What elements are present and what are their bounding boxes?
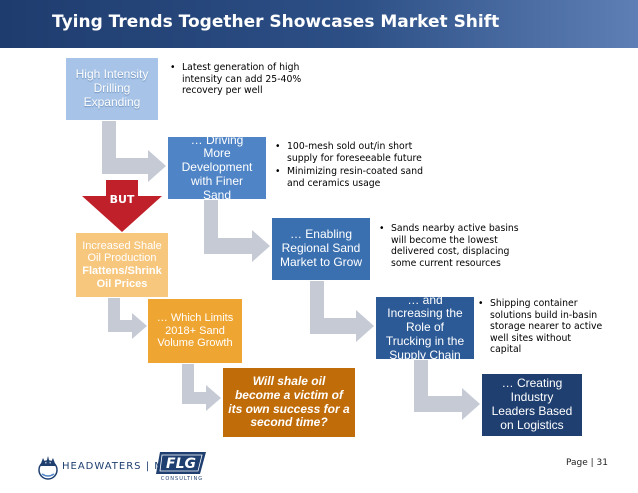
flg-badge-icon (156, 452, 206, 474)
bullet-item: •Shipping container solutions build in-b… (478, 298, 603, 356)
but-arrow (82, 180, 162, 232)
step-regional-sand-market: … Enabling Regional Sand Market to Grow (272, 218, 370, 280)
title-bar: Tying Trends Together Showcases Market S… (0, 0, 638, 48)
bent-arrow-3 (310, 281, 374, 342)
bent-arrow-6 (182, 364, 221, 411)
bullet-item: •Minimizing resin-coated sand and cerami… (275, 166, 423, 189)
flg-logo: FLG CONSULTING (156, 448, 208, 484)
step-limits-volume-growth: … Which Limits 2018+ Sand Volume Growth (148, 299, 242, 363)
page-number: Page | 31 (566, 458, 608, 468)
bullet-item: •100-mesh sold out/in short supply for f… (275, 141, 422, 164)
note-regional-sand: •Sands nearby active basins will become … (379, 223, 539, 271)
step-finer-sand: … Driving More Development with Finer Sa… (168, 137, 266, 199)
bent-arrow-4 (414, 360, 480, 420)
bullet-item: •Latest generation of high intensity can… (170, 62, 302, 97)
step-high-intensity-drilling: High Intensity Drilling Expanding (66, 58, 158, 120)
step-trucking-role: … and Increasing the Role of Trucking in… (376, 297, 474, 359)
note-shipping: •Shipping container solutions build in-b… (478, 298, 638, 358)
note-drilling: •Latest generation of high intensity can… (170, 62, 320, 99)
note-finer-sand: •100-mesh sold out/in short supply for f… (275, 141, 435, 191)
crown-icon (38, 456, 58, 480)
slide-title: Tying Trends Together Showcases Market S… (52, 12, 500, 32)
step-victim-question: Will shale oil become a victim of its ow… (223, 368, 355, 437)
step-oil-prices: Increased Shale Oil Production Flattens/… (76, 233, 168, 297)
bent-arrow-1 (102, 121, 166, 182)
but-label: BUT (109, 193, 135, 206)
bent-arrow-2 (204, 200, 270, 262)
bent-arrow-5 (108, 298, 147, 339)
headwaters-logo: HEADWATERS | MB (34, 452, 171, 482)
step-industry-leaders: … Creating Industry Leaders Based on Log… (482, 374, 582, 436)
bullet-item: •Sands nearby active basins will become … (379, 223, 519, 269)
